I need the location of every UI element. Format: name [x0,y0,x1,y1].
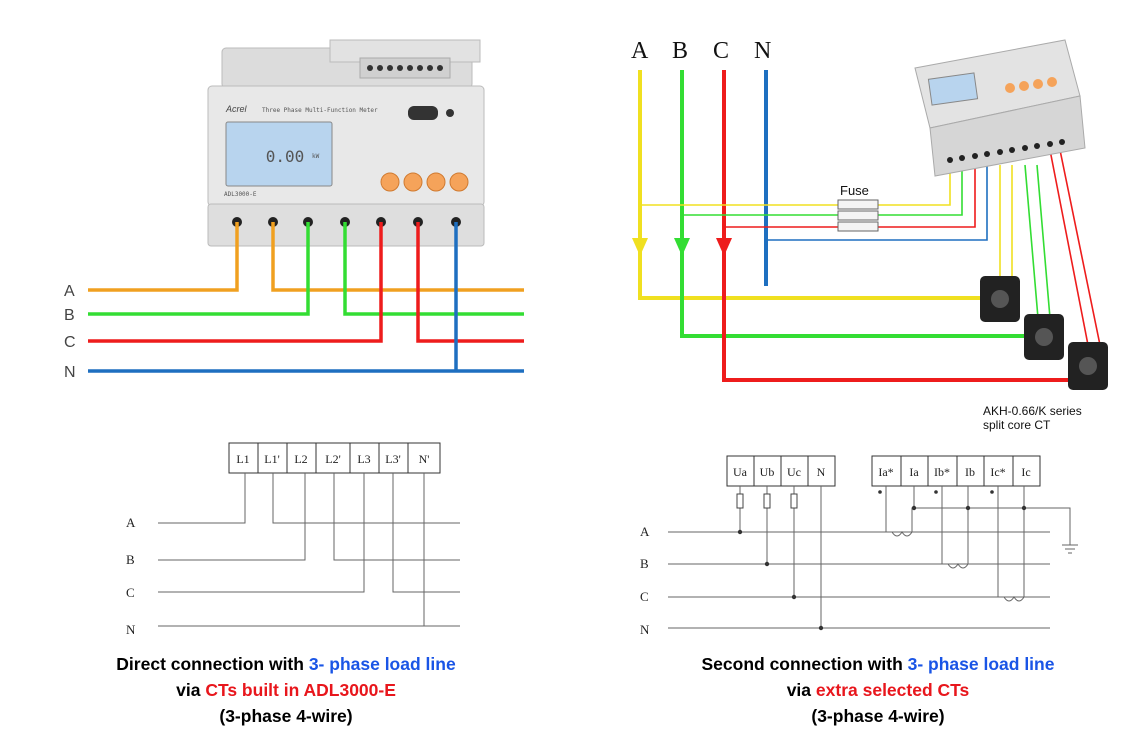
left-term-l3: L3 [357,452,370,466]
ct-b [1024,314,1064,360]
left-schematic: L1 L1' L2 L2' L3 L3' N' A B C N [126,442,460,637]
term-ua: Ua [733,465,748,479]
caption-left: Direct connection with 3- phase load lin… [116,654,456,726]
ct-label-line2: split core CT [983,418,1051,432]
right-meter-lcd [927,72,979,106]
wire-c [88,222,383,343]
wire-b [88,222,310,316]
meter-model: ADL3000-E [224,191,257,198]
right-wiring [638,70,1070,382]
left-wiring [88,222,524,373]
caption-right-line2: via extra selected CTs [787,680,970,700]
left-term-np: N' [419,452,430,466]
caption-right-line3: (3-phase 4-wire) [811,706,944,726]
meter-buttons [380,172,469,192]
wire-a-load [271,222,524,292]
left-term-l3p: L3' [385,452,401,466]
caption-left-line2: via CTs built in ADL3000-E [176,680,396,700]
left-label-c: C [64,334,76,351]
term-uc: Uc [787,465,801,479]
caption-right: Second connection with 3- phase load lin… [702,654,1055,726]
split-core-cts [980,276,1108,390]
right-label-c: C [713,38,729,64]
term-ic-star: Ic* [990,465,1005,479]
caption-left-line1: Direct connection with 3- phase load lin… [116,654,456,674]
term-ia-star: Ia* [878,465,893,479]
left-label-a: A [64,283,75,300]
right-meter-screws [947,139,1065,163]
caption-right-line1: Second connection with 3- phase load lin… [702,654,1055,674]
left-sch-phase-n: N [126,622,136,637]
right-wire-b [680,70,1028,338]
term-ic: Ic [1021,465,1030,479]
caption-left-line3: (3-phase 4-wire) [219,706,352,726]
right-wire-a [638,70,985,300]
right-label-a: A [631,38,649,64]
term-ib: Ib [965,465,975,479]
left-sch-phase-a: A [126,515,136,530]
right-sch-phase-n: N [640,622,650,637]
right-meter [914,39,1086,177]
meter-display-unit: kW [312,153,320,160]
right-sch-phase-b: B [640,556,649,571]
left-term-l1p: L1' [264,452,280,466]
term-ib-star: Ib* [934,465,950,479]
right-wire-c [722,70,1070,382]
ct-leads [999,149,1101,346]
right-label-n: N [754,38,771,64]
infrared-port [408,106,438,120]
ct-c [1068,342,1108,390]
right-schematic: Ua Ub Uc N Ia* Ia Ib* Ib Ic* Ic [640,455,1078,637]
direction-arrows [632,238,732,256]
left-label-n: N [64,364,76,381]
meter-title: Three Phase Multi-Function Meter [262,107,378,114]
left-sch-phase-c: C [126,585,135,600]
right-sch-phase-a: A [640,524,650,539]
meter-lcd [225,121,333,187]
fuse-taps [640,165,988,241]
fuse-block [837,199,879,232]
left-term-l2: L2 [294,452,307,466]
term-ub: Ub [760,465,775,479]
left-sch-phase-b: B [126,552,135,567]
right-label-b: B [672,38,688,64]
meter-brand: Acrel [225,104,248,114]
left-meter: Acrel Three Phase Multi-Function Meter 0… [207,39,485,247]
wire-a [88,222,239,292]
term-ia: Ia [909,465,919,479]
left-term-l1: L1 [236,452,249,466]
meter-display-value: 0.00 [266,147,305,166]
wire-b-load [343,222,524,316]
ct-label-line1: AKH-0.66/K series [983,404,1082,418]
left-label-b: B [64,307,75,324]
term-n: N [817,465,826,479]
current-terminal-strip [871,455,1041,487]
right-sch-phase-c: C [640,589,649,604]
fuse-label: Fuse [840,183,869,198]
wire-c-load [416,222,524,343]
top-terminal-block [359,57,451,79]
ct-a [980,276,1020,322]
left-term-l2p: L2' [325,452,341,466]
